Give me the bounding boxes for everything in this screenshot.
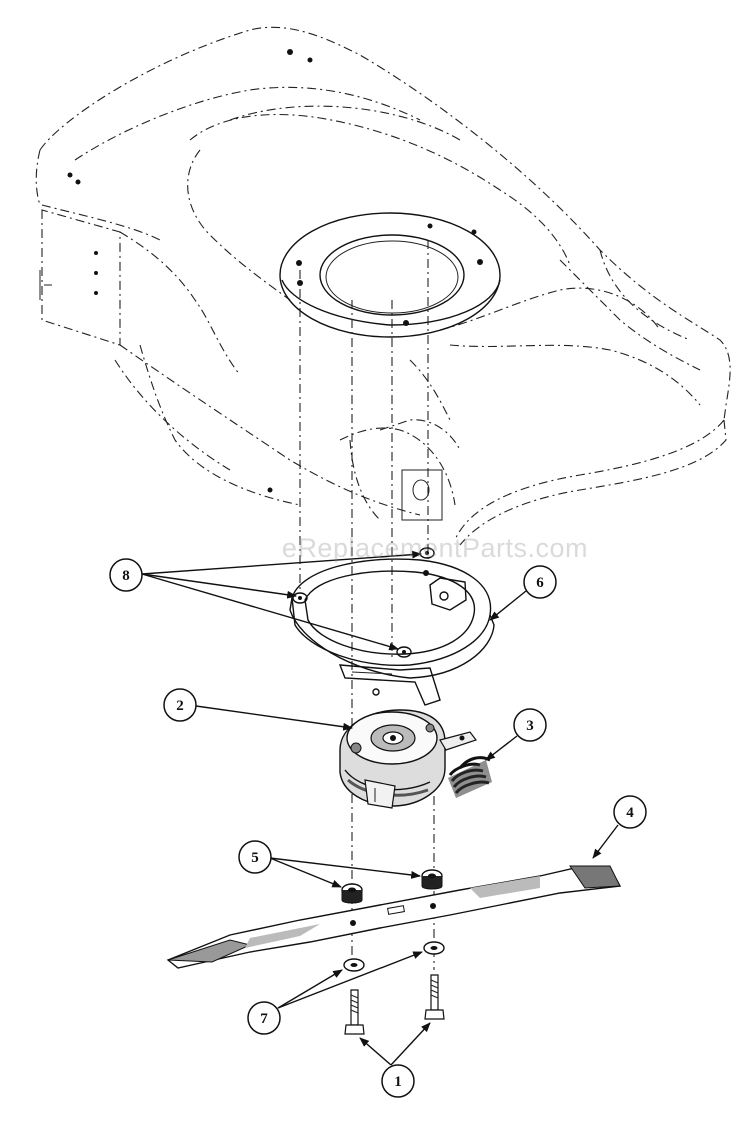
- mounting-bracket: [289, 547, 495, 706]
- callout-3: 3: [513, 708, 547, 742]
- mower-deck: [35, 26, 731, 546]
- callout-1: 1: [381, 1064, 415, 1098]
- mower-blade: [166, 865, 622, 969]
- svg-text:4: 4: [626, 805, 634, 821]
- svg-text:6: 6: [536, 575, 544, 591]
- svg-text:8: 8: [122, 568, 130, 584]
- svg-text:5: 5: [251, 850, 259, 866]
- callout-7: 7: [247, 1001, 281, 1035]
- callout-2: 2: [163, 688, 197, 722]
- spacers: [341, 869, 443, 904]
- svg-text:7: 7: [260, 1011, 268, 1027]
- callout-5: 5: [238, 840, 272, 874]
- leader-lines: [141, 550, 619, 1066]
- callout-6: 6: [523, 565, 557, 599]
- svg-text:1: 1: [394, 1074, 402, 1090]
- pto-clutch: [339, 709, 477, 809]
- alignment-lines: [299, 240, 435, 970]
- callout-4: 4: [613, 795, 647, 829]
- bolts: [344, 974, 445, 1035]
- callout-8: 8: [109, 558, 143, 592]
- spring: [448, 756, 492, 798]
- washers: [343, 941, 445, 972]
- svg-text:3: 3: [526, 718, 534, 734]
- svg-text:2: 2: [176, 698, 184, 714]
